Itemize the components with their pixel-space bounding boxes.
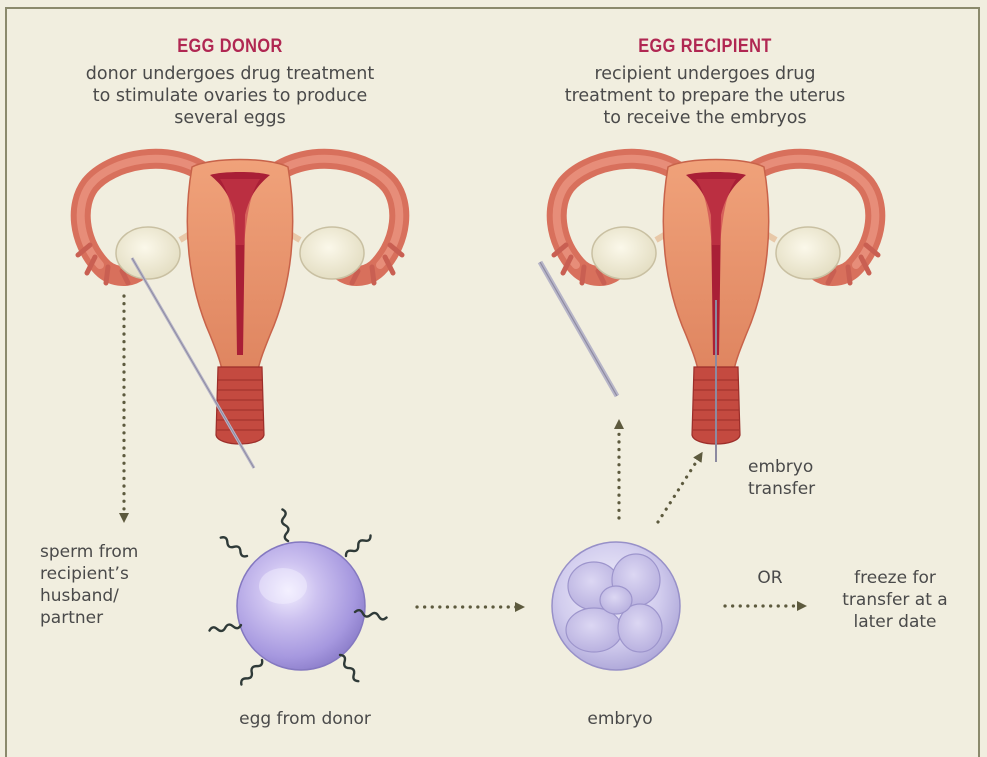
donor-description-line: to stimulate ovaries to produce xyxy=(60,85,400,107)
donor-uterus-illustration xyxy=(78,159,402,468)
freeze-label-line: later date xyxy=(820,611,970,633)
recipient-heading: EGG RECIPIENT xyxy=(610,36,799,58)
donor-description-line: donor undergoes drug treatment xyxy=(60,63,400,85)
donor-description-line: several eggs xyxy=(60,107,400,129)
sperm-label-line: recipient’s xyxy=(40,563,200,585)
arrow-embryo-to-transfer xyxy=(658,456,700,522)
freeze-label: freeze for transfer at a later date xyxy=(820,567,970,633)
embryo-cell xyxy=(552,542,680,670)
recipient-description-line: treatment to prepare the uterus xyxy=(540,85,870,107)
embryo-transfer-label-line: transfer xyxy=(748,478,848,500)
recipient-uterus-illustration xyxy=(540,159,878,462)
sperm-label: sperm from recipient’s husband/ partner xyxy=(40,541,200,629)
embryo-transfer-label: embryo transfer xyxy=(748,456,848,500)
recipient-description: recipient undergoes drug treatment to pr… xyxy=(540,63,870,129)
egg-label: egg from donor xyxy=(205,708,405,730)
freeze-label-line: transfer at a xyxy=(820,589,970,611)
embryo-transfer-label-line: embryo xyxy=(748,456,848,478)
embryo-label: embryo xyxy=(560,708,680,730)
or-label: OR xyxy=(740,567,800,589)
donor-heading: EGG DONOR xyxy=(144,36,316,58)
recipient-description-line: to receive the embryos xyxy=(540,107,870,129)
sperm-label-line: sperm from xyxy=(40,541,200,563)
sperm-label-line: partner xyxy=(40,607,200,629)
egg-cell xyxy=(209,509,387,686)
recipient-description-line: recipient undergoes drug xyxy=(540,63,870,85)
freeze-label-line: freeze for xyxy=(820,567,970,589)
sperm-label-line: husband/ xyxy=(40,585,200,607)
donor-description: donor undergoes drug treatment to stimul… xyxy=(60,63,400,129)
